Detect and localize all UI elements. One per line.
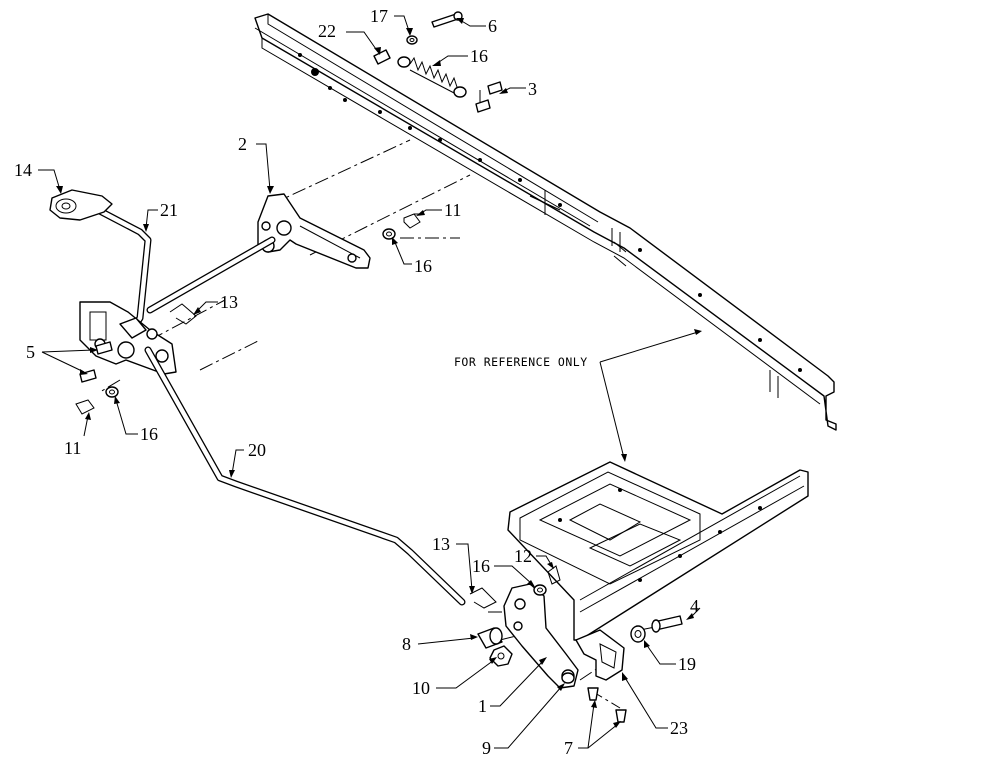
callout-16-left: 16 — [140, 424, 158, 444]
callout-13-upper: 13 — [220, 292, 238, 312]
part-8-bushing — [477, 627, 503, 649]
callout-1: 1 — [478, 696, 487, 716]
callout-6: 6 — [488, 16, 497, 36]
part-13-hairpin-lower — [469, 587, 497, 609]
part-14-pedal-pad — [49, 189, 113, 221]
callout-20: 20 — [248, 440, 266, 460]
callout-19: 19 — [678, 654, 696, 674]
callout-13-lower: 13 — [432, 534, 450, 554]
frame-rail — [254, 13, 837, 431]
part-17-washer — [406, 35, 418, 45]
pedal-shaft — [146, 236, 276, 314]
part-16-washer-lower — [533, 584, 547, 596]
callout-11-upper: 11 — [444, 200, 461, 220]
part-22-pin — [373, 49, 391, 65]
part-11-cotter-pin-upper — [403, 213, 424, 229]
reference-note: FOR REFERENCE ONLY — [454, 355, 588, 369]
callout-9: 9 — [482, 738, 491, 758]
callout-22: 22 — [318, 21, 336, 41]
callout-15: 16 — [470, 46, 488, 66]
callout-3: 3 — [528, 79, 537, 99]
callout-17: 17 — [370, 6, 388, 26]
seat-platform-frame — [507, 461, 809, 641]
callout-2: 2 — [238, 134, 247, 154]
part-16-washer-upper — [382, 228, 396, 240]
part-7-screws — [587, 687, 627, 723]
part-16-washer-left — [105, 386, 119, 398]
part-5-bolts — [79, 341, 113, 383]
callout-labels: 17 6 22 16 3 2 14 21 11 16 13 5 16 11 20… — [14, 6, 699, 758]
left-pedal-bracket — [79, 301, 177, 375]
callout-14: 14 — [14, 160, 32, 180]
callout-11-left: 11 — [64, 438, 81, 458]
callout-21: 21 — [160, 200, 178, 220]
part-9-spacer — [561, 672, 575, 684]
part-10-nut — [489, 645, 513, 667]
part-20-linkage-rod — [144, 346, 466, 606]
callout-7: 7 — [564, 738, 573, 758]
part-15-spring — [397, 56, 467, 98]
part-3-bolt — [475, 81, 503, 113]
callout-16-lower: 16 — [472, 556, 490, 576]
part-2-bracket — [257, 193, 371, 269]
callout-4: 4 — [690, 596, 699, 616]
callout-10: 10 — [412, 678, 430, 698]
part-23-l-bracket — [575, 629, 625, 681]
part-4-bolt — [651, 615, 683, 633]
leader-lines — [38, 15, 702, 749]
callout-16-upper: 16 — [414, 256, 432, 276]
callout-5: 5 — [26, 342, 35, 362]
callout-8: 8 — [402, 634, 411, 654]
part-11-cotter-pin-left — [75, 399, 95, 415]
part-19-bushing — [630, 625, 646, 643]
callout-12: 12 — [514, 546, 532, 566]
part-13-hairpin-upper — [169, 303, 197, 325]
callout-23: 23 — [670, 718, 688, 738]
